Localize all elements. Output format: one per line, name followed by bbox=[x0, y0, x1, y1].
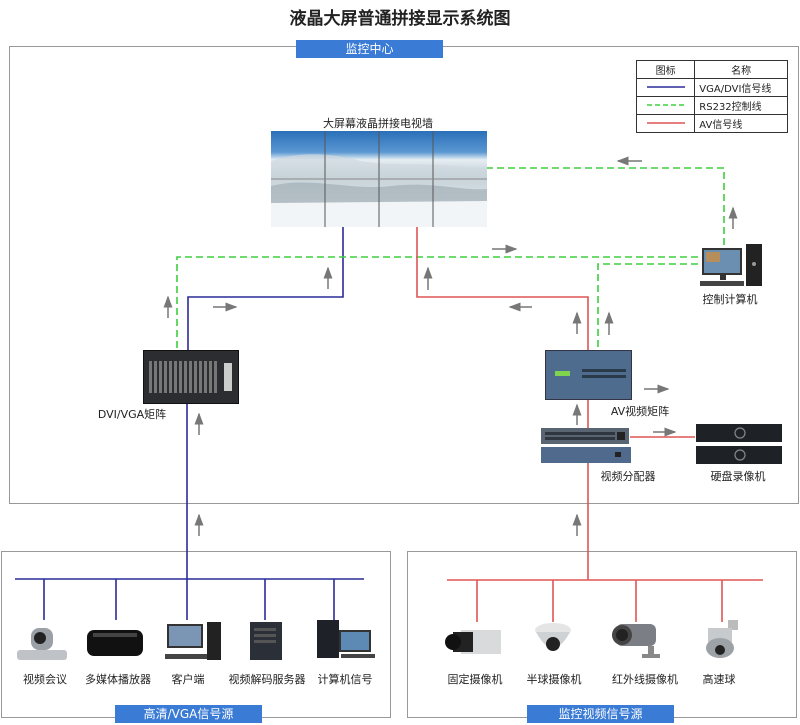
legend-av-label: AV信号线 bbox=[694, 114, 788, 133]
media-player-icon bbox=[85, 628, 145, 658]
monitoring-center-tag: 监控中心 bbox=[296, 40, 443, 58]
av-matrix-label: AV视频矩阵 bbox=[610, 405, 670, 418]
vga-lines bbox=[15, 226, 364, 620]
videowall-image bbox=[271, 131, 487, 227]
hd-source-label-3: 视频解码服务器 bbox=[228, 673, 306, 686]
av-matrix-to-wall bbox=[416, 226, 589, 352]
computer-signal-icon bbox=[315, 618, 383, 662]
cam-source-label-1: 半球摄像机 bbox=[526, 673, 582, 686]
hd-source-tag: 高清/VGA信号源 bbox=[115, 705, 262, 723]
legend-vga-label: VGA/DVI信号线 bbox=[694, 78, 788, 97]
legend-table: 图标 名称 VGA/DVI信号线 RS232控制线 AV信号线 bbox=[635, 60, 788, 133]
hd-source-label-4: 计算机信号 bbox=[317, 673, 373, 686]
av-matrix-icon bbox=[545, 350, 632, 400]
hd-source-label-0: 视频会议 bbox=[23, 673, 67, 686]
rs232-pc-to-avmatrix bbox=[597, 263, 698, 352]
cam-source-label-2: 红外线摄像机 bbox=[612, 673, 678, 686]
hd-source-label-2: 客户端 bbox=[171, 673, 205, 686]
hd-source-label-1: 多媒体播放器 bbox=[85, 673, 151, 686]
speed-dome-icon bbox=[702, 618, 742, 662]
dvi-matrix-label: DVI/VGA矩阵 bbox=[97, 408, 167, 421]
flow-arrows bbox=[163, 156, 738, 536]
legend-rs232-swatch bbox=[635, 96, 696, 115]
rs232-pc-to-dvimatrix bbox=[176, 256, 698, 352]
ir-camera-icon bbox=[608, 620, 664, 660]
control-pc-label: 控制计算机 bbox=[702, 293, 758, 306]
dvr-label: 硬盘录像机 bbox=[710, 470, 766, 483]
rs232-pc-to-wall bbox=[486, 167, 725, 246]
legend-vga-swatch bbox=[635, 78, 696, 97]
video-distributor-icon bbox=[539, 428, 631, 468]
legend-rs232-label: RS232控制线 bbox=[694, 96, 788, 115]
av-lines bbox=[416, 226, 763, 622]
legend-av-swatch bbox=[635, 114, 696, 133]
fixed-camera-icon bbox=[443, 624, 503, 660]
video-conference-icon bbox=[15, 622, 70, 662]
cam-source-label-0: 固定摄像机 bbox=[447, 673, 503, 686]
diagram-title: 液晶大屏普通拼接显示系统图 bbox=[289, 9, 511, 29]
cam-source-tag: 监控视频信号源 bbox=[527, 705, 674, 723]
video-distributor-label: 视频分配器 bbox=[600, 470, 656, 483]
rs232-lines bbox=[176, 167, 725, 352]
dvi-matrix-icon bbox=[143, 350, 239, 404]
decode-server-icon bbox=[248, 620, 284, 662]
legend-header-icon: 图标 bbox=[635, 60, 696, 79]
cam-source-label-3: 高速球 bbox=[702, 673, 736, 686]
control-pc-icon bbox=[700, 244, 766, 290]
dvr-icon bbox=[696, 424, 784, 466]
legend-header-name: 名称 bbox=[694, 60, 788, 79]
dome-camera-icon bbox=[532, 620, 574, 662]
vga-wall-to-matrix bbox=[187, 226, 344, 352]
videowall-label: 大屏幕液晶拼接电视墙 bbox=[323, 117, 433, 130]
client-pc-icon bbox=[165, 622, 223, 662]
